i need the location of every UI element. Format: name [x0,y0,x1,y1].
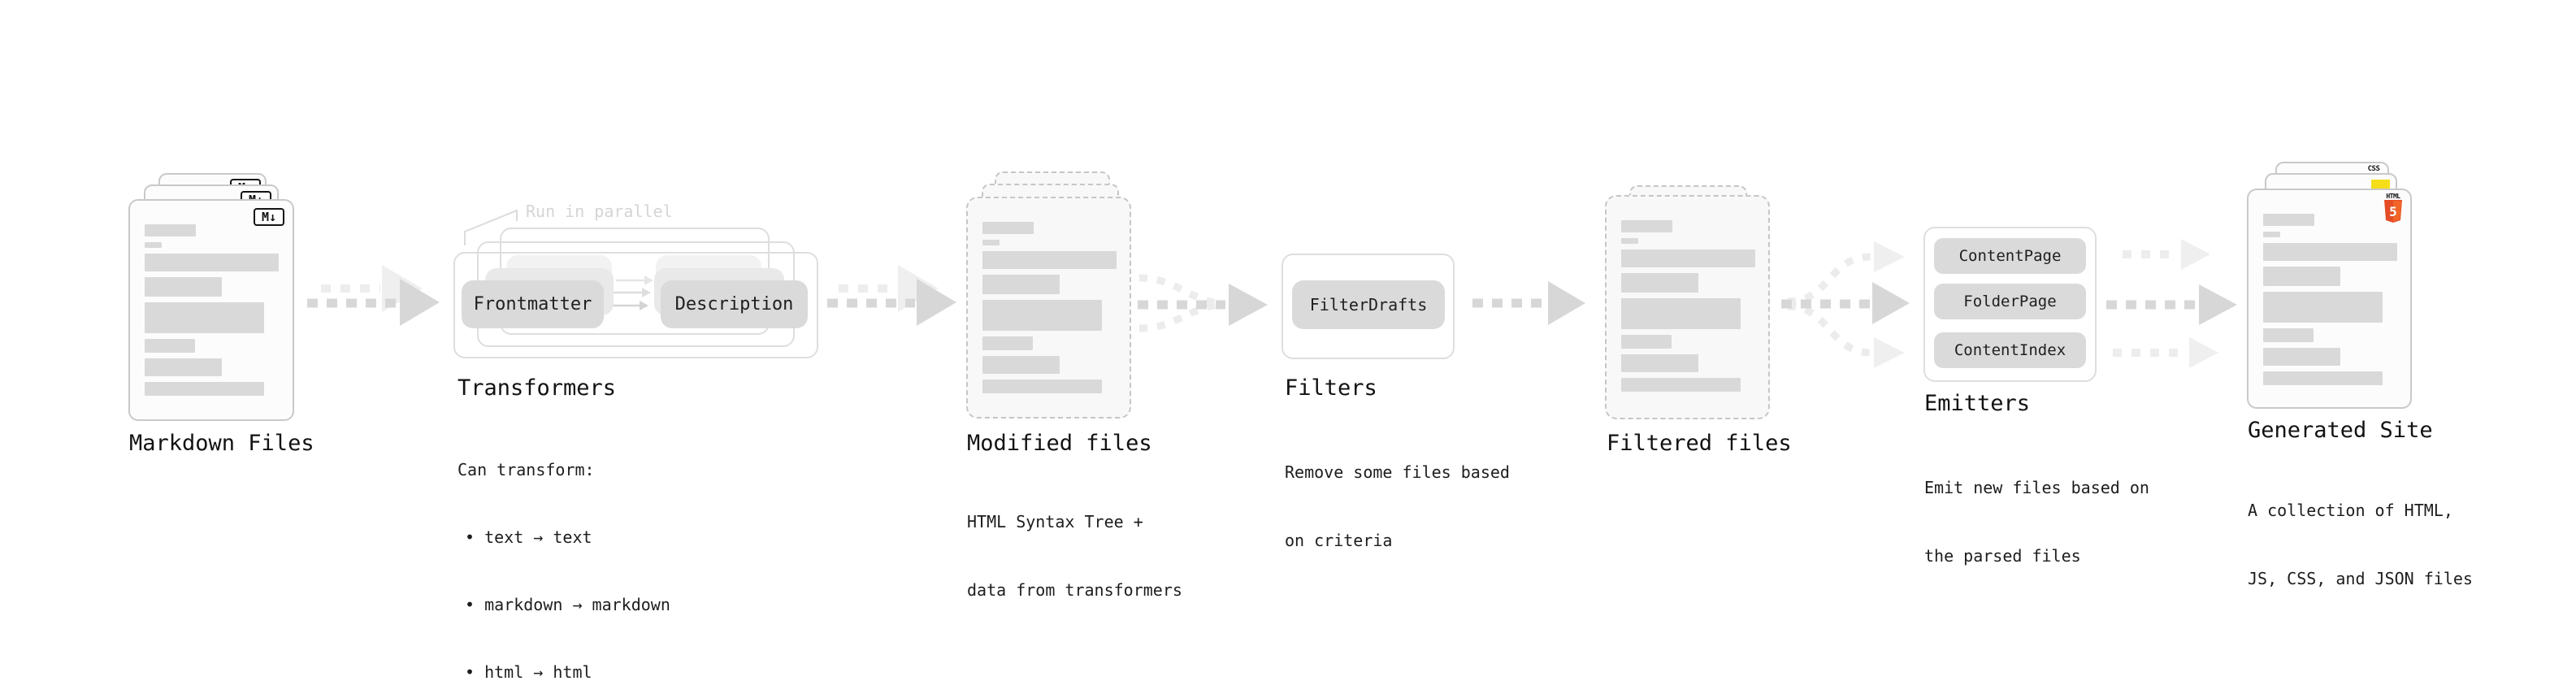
text-line-placeholder [982,275,1060,294]
transform-bullet: • text → text [465,527,592,547]
file-content-placeholder [982,222,1117,393]
generated-site-label: Generated Site [2248,418,2433,443]
text-line-placeholder [145,382,264,396]
text-line-placeholder [145,339,195,353]
transformers-desc-heading: Can transform: [458,460,595,479]
transformers-label: Transformers [458,375,617,401]
text-line-placeholder [982,356,1060,374]
text-line-placeholder [1621,335,1672,349]
transform-bullet: • markdown → markdown [465,595,670,614]
emitters-desc-line: the parsed files [1924,546,2081,566]
frontmatter-pill: Frontmatter [462,280,604,328]
text-line-placeholder [1621,238,1638,244]
text-line-placeholder [145,242,162,248]
contentpage-pill: ContentPage [1934,238,2086,274]
filterdrafts-pill: FilterDrafts [1292,280,1445,329]
text-line-placeholder [982,380,1102,393]
js-icon [2371,180,2390,189]
text-line-placeholder [2263,214,2314,226]
markdown-file-card-front: M↓ [128,199,294,421]
modified-file-card-front [966,197,1131,419]
run-in-parallel-annotation: Run in parallel [526,202,673,221]
flow-arrow-markdown-to-transformers [307,265,440,326]
text-line-placeholder [982,300,1102,331]
file-content-placeholder [145,224,279,396]
text-line-placeholder [2263,348,2340,366]
flow-arrow-transformers-to-modified [827,265,956,326]
html5-icon: HTML 5 [2383,193,2404,223]
html5-shield: 5 [2384,200,2402,223]
text-line-placeholder [2263,267,2340,286]
text-line-placeholder [2263,371,2383,385]
flow-arrow-emitters-to-generated [2106,239,2237,368]
flow-arrow-filtered-to-emitters [1781,241,1910,368]
filters-desc-line: on criteria [1285,531,1393,550]
emitters-description: Emit new files based on the parsed files [1924,431,2149,613]
flow-arrow-modified-to-filters [1138,274,1268,332]
transformer-instance-box-front [453,252,818,358]
text-line-placeholder [1621,354,1698,372]
filters-description: Remove some files based on criteria [1285,415,1510,597]
text-line-placeholder [982,336,1033,350]
transform-bullet: • html → html [465,662,592,681]
text-line-placeholder [1621,378,1741,392]
modified-files-description: HTML Syntax Tree + data from transformer… [967,465,1182,647]
file-content-placeholder [2263,214,2397,385]
text-line-placeholder [145,254,279,271]
text-line-placeholder [982,240,1000,245]
emitters-label: Emitters [1924,391,2031,416]
contentindex-pill: ContentIndex [1934,332,2086,368]
text-line-placeholder [145,358,222,376]
text-line-placeholder [145,277,222,297]
generated-site-description: A collection of HTML, JS, CSS, and JSON … [2248,453,2473,635]
text-line-placeholder [1621,298,1741,329]
emitters-desc-line: Emit new files based on [1924,478,2149,497]
filtered-file-card-front [1605,195,1770,419]
text-line-placeholder [982,251,1117,269]
text-line-placeholder [145,224,196,236]
markdown-files-label: Markdown Files [129,431,314,456]
generated-file-card-front: HTML 5 [2247,189,2412,409]
file-content-placeholder [1621,220,1755,392]
filtered-files-label: Filtered files [1607,431,1792,456]
text-line-placeholder [982,222,1034,234]
transformers-description: Can transform: • text → text • markdown … [458,413,670,681]
text-line-placeholder [2263,328,2314,342]
generated-desc-line: A collection of HTML, [2248,501,2453,520]
text-line-placeholder [1621,273,1698,293]
modified-desc-line: HTML Syntax Tree + [967,512,1143,531]
css-icon-text: CSS [2367,165,2380,173]
html5-icon-text: HTML [2386,193,2400,200]
flow-arrow-filters-to-filtered [1472,281,1585,325]
text-line-placeholder [2263,292,2383,323]
filters-label: Filters [1285,375,1377,401]
text-line-placeholder [145,302,264,333]
description-pill: Description [661,280,808,328]
svg-text:5: 5 [2389,204,2397,219]
text-line-placeholder [1621,249,1755,267]
generated-desc-line: JS, CSS, and JSON files [2248,569,2473,588]
text-line-placeholder [2263,243,2397,261]
markdown-icon: M↓ [254,208,284,226]
modified-desc-line: data from transformers [967,580,1182,600]
text-line-placeholder [1621,220,1672,232]
text-line-placeholder [2263,232,2280,237]
folderpage-pill: FolderPage [1934,284,2086,319]
filters-desc-line: Remove some files based [1285,462,1510,482]
modified-files-label: Modified files [967,431,1152,456]
